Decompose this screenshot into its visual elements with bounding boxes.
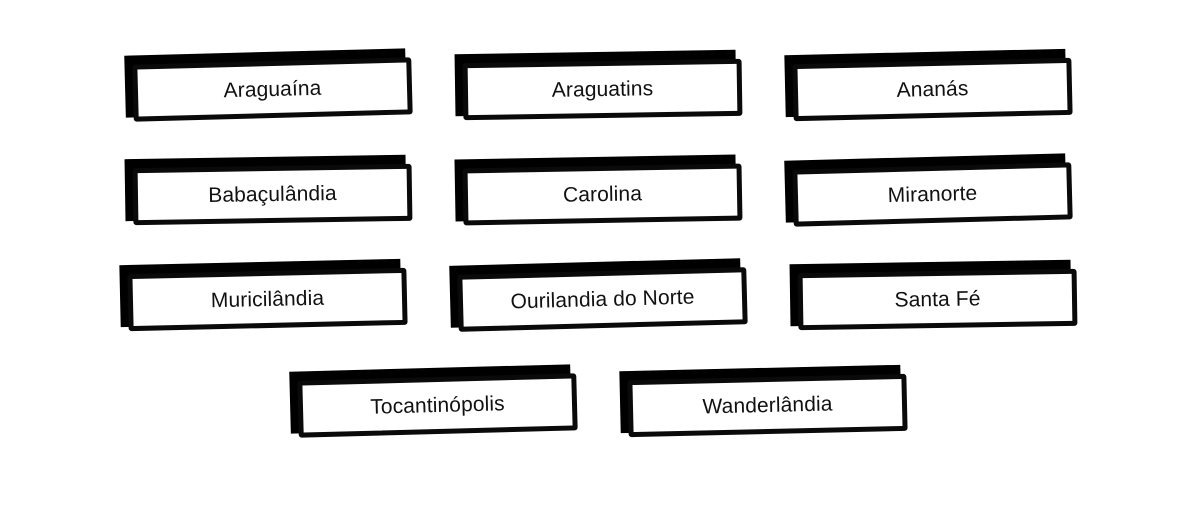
node-label: Miranorte [887, 181, 978, 208]
node-face[interactable]: Santa Fé [797, 268, 1078, 331]
node-face[interactable]: Ourilandia do Norte [457, 267, 748, 332]
node-carolina[interactable]: Carolina [454, 154, 745, 227]
node-ananas[interactable]: Ananás [784, 48, 1075, 122]
node-label: Carolina [562, 182, 643, 207]
node-face[interactable]: Wanderlândia [627, 373, 908, 438]
node-araguaina[interactable]: Araguaína [124, 48, 415, 122]
node-muricilandia[interactable]: Muricilândia [119, 258, 410, 332]
node-face[interactable]: Ananás [792, 57, 1073, 122]
node-label: Ourilandia do Norte [510, 285, 695, 314]
node-tocantinopolis[interactable]: Tocantinópolis [289, 364, 580, 438]
node-label: Muricilândia [210, 286, 325, 313]
node-row-3: Muricilândia Ourilandia do Norte Santa F… [0, 258, 1200, 354]
node-araguatins[interactable]: Araguatins [454, 49, 745, 122]
node-face[interactable]: Carolina [462, 163, 743, 226]
node-label: Santa Fé [894, 287, 981, 312]
node-label: Araguaína [223, 76, 322, 103]
node-santa-fe[interactable]: Santa Fé [789, 259, 1080, 332]
node-miranorte[interactable]: Miranorte [784, 153, 1075, 227]
node-row-1: Araguaína Araguatins Ananás [0, 48, 1200, 144]
node-label: Tocantinópolis [369, 392, 506, 419]
node-label: Babaçulândia [208, 181, 337, 208]
node-label: Ananás [896, 77, 969, 102]
node-face[interactable]: Babaçulândia [132, 163, 413, 226]
node-row-4: Tocantinópolis Wanderlândia [0, 364, 1200, 460]
node-row-2: Babaçulândia Carolina Miranorte [0, 153, 1200, 249]
node-wanderlandia[interactable]: Wanderlândia [619, 364, 910, 438]
node-babaculandia[interactable]: Babaçulândia [124, 154, 415, 227]
node-face[interactable]: Tocantinópolis [297, 373, 578, 438]
node-ourilandia-do-norte[interactable]: Ourilandia do Norte [449, 258, 750, 332]
node-face[interactable]: Miranorte [792, 162, 1073, 227]
node-face[interactable]: Muricilândia [127, 267, 408, 332]
node-label: Wanderlândia [702, 392, 833, 419]
node-face[interactable]: Araguaína [132, 57, 413, 122]
node-face[interactable]: Araguatins [462, 58, 743, 121]
node-label: Araguatins [551, 77, 654, 102]
